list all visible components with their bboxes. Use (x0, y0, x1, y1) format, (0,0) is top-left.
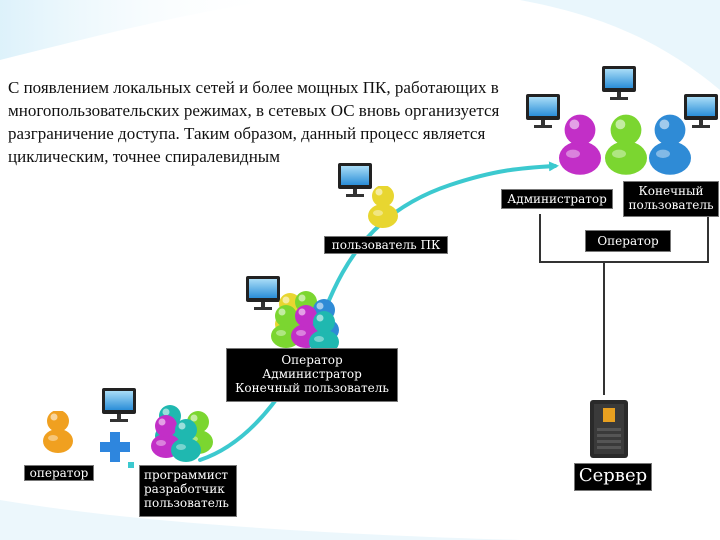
person-icon (368, 186, 398, 228)
network-lines (539, 214, 709, 395)
label-group-bottom: программист разработчик пользователь (139, 465, 237, 517)
label-pc-user: пользователь ПК (324, 236, 448, 254)
intro-text: С появлением локальных сетей и более мощ… (8, 78, 500, 166)
person-group-icon (151, 405, 213, 462)
label-group-middle: Оператор Администратор Конечный пользова… (226, 348, 398, 402)
label-operator-single: оператор (24, 465, 94, 481)
person-group-icon (559, 114, 691, 175)
plus-base-mark (128, 462, 134, 468)
label-end-user: Конечный пользователь (623, 181, 719, 217)
person-group-icon (271, 291, 339, 350)
label-operator-right: Оператор (585, 230, 671, 252)
monitor-icon (102, 388, 136, 422)
monitor-icon (602, 66, 636, 100)
label-server: Сервер (574, 463, 652, 491)
person-icon (43, 411, 73, 453)
plus-icon (100, 432, 130, 462)
spiral-curve (198, 161, 559, 462)
label-admin: Администратор (501, 189, 613, 209)
server-icon (590, 400, 628, 458)
